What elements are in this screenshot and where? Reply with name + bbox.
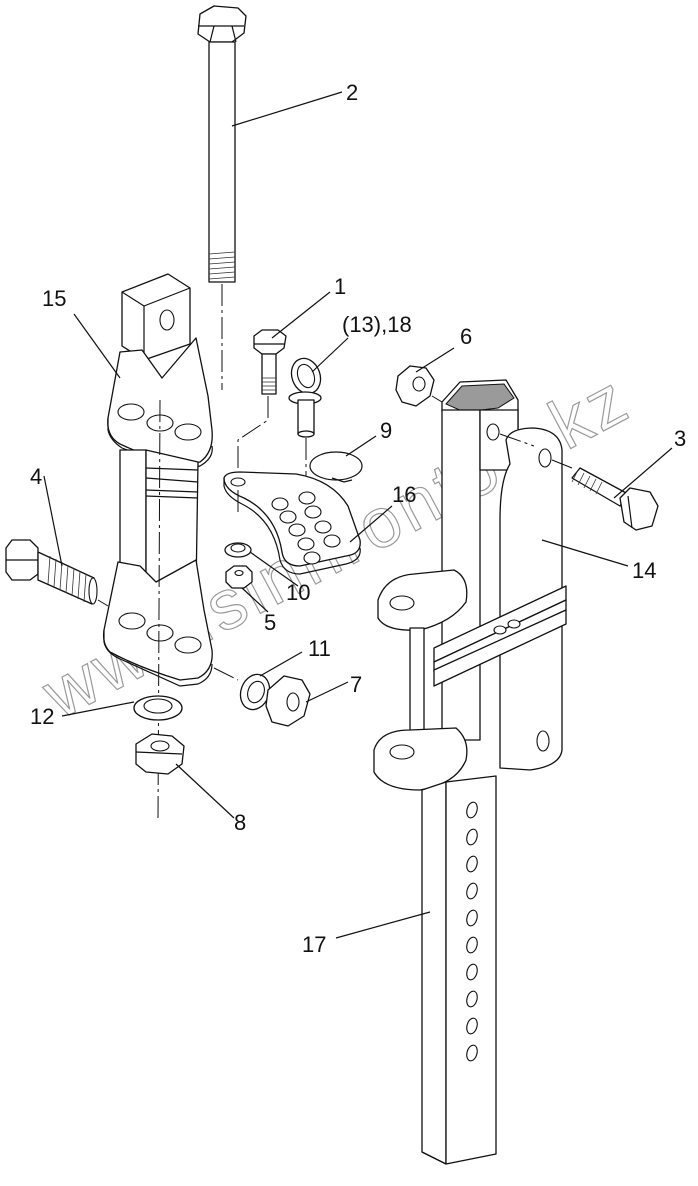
part-3-bolt	[571, 467, 659, 531]
part-15-swivel-bracket	[102, 273, 213, 821]
callout-17: 17	[302, 932, 326, 957]
leader-7	[305, 681, 349, 703]
callout-labels: 2 15 1 (13),18 6 9 3 16 14 4 10 5 11 7 1…	[30, 80, 686, 957]
part-9-retaining-ring	[309, 451, 363, 483]
leader-11	[259, 651, 303, 677]
bar-17-holes	[466, 801, 478, 1062]
leader-18	[311, 337, 349, 373]
leader-10	[249, 551, 299, 587]
leader-6	[415, 347, 455, 373]
callout-9: 9	[380, 418, 392, 443]
part-8-nut	[135, 733, 185, 775]
part-7-nut	[265, 675, 311, 727]
part-11-lock-washer	[239, 673, 271, 711]
leader-14	[541, 539, 629, 567]
callout-10: 10	[286, 580, 310, 605]
part-17-adjusting-bar	[421, 775, 497, 1165]
callout-7: 7	[350, 672, 362, 697]
part-5-nut	[225, 565, 253, 589]
leader-16	[349, 505, 393, 543]
part-10-lock-washer	[224, 542, 252, 558]
callout-16: 16	[392, 482, 416, 507]
part-4-bolt	[5, 539, 109, 607]
part-12-lock-washer	[133, 695, 183, 721]
callout-5: 5	[264, 610, 276, 635]
part-14-bracket	[373, 379, 573, 791]
leader-4	[43, 475, 63, 567]
part-16-adjusting-plate	[223, 471, 361, 575]
callout-14: 14	[632, 558, 656, 583]
leader-1	[271, 291, 331, 339]
callout-15: 15	[42, 286, 66, 311]
callout-4: 4	[30, 464, 42, 489]
part-1-bolt	[237, 329, 287, 470]
callout-3: 3	[674, 426, 686, 451]
callout-2: 2	[346, 80, 358, 105]
leader-2	[231, 91, 343, 127]
leader-5	[241, 587, 269, 613]
part-2-long-bolt	[197, 5, 247, 390]
callout-1: 1	[334, 274, 346, 299]
leader-8	[175, 763, 235, 819]
callout-12: 12	[30, 704, 54, 729]
leader-9	[345, 435, 377, 457]
leader-12	[61, 701, 135, 717]
callout-11: 11	[308, 636, 331, 661]
leader-lines	[43, 91, 673, 939]
leader-3	[613, 447, 673, 499]
part-13-18-pin	[288, 357, 322, 540]
callout-13-18: (13),18	[342, 312, 412, 337]
callout-8: 8	[234, 810, 246, 835]
callout-6: 6	[460, 324, 472, 349]
leader-15	[73, 313, 121, 379]
leader-17	[335, 911, 431, 939]
